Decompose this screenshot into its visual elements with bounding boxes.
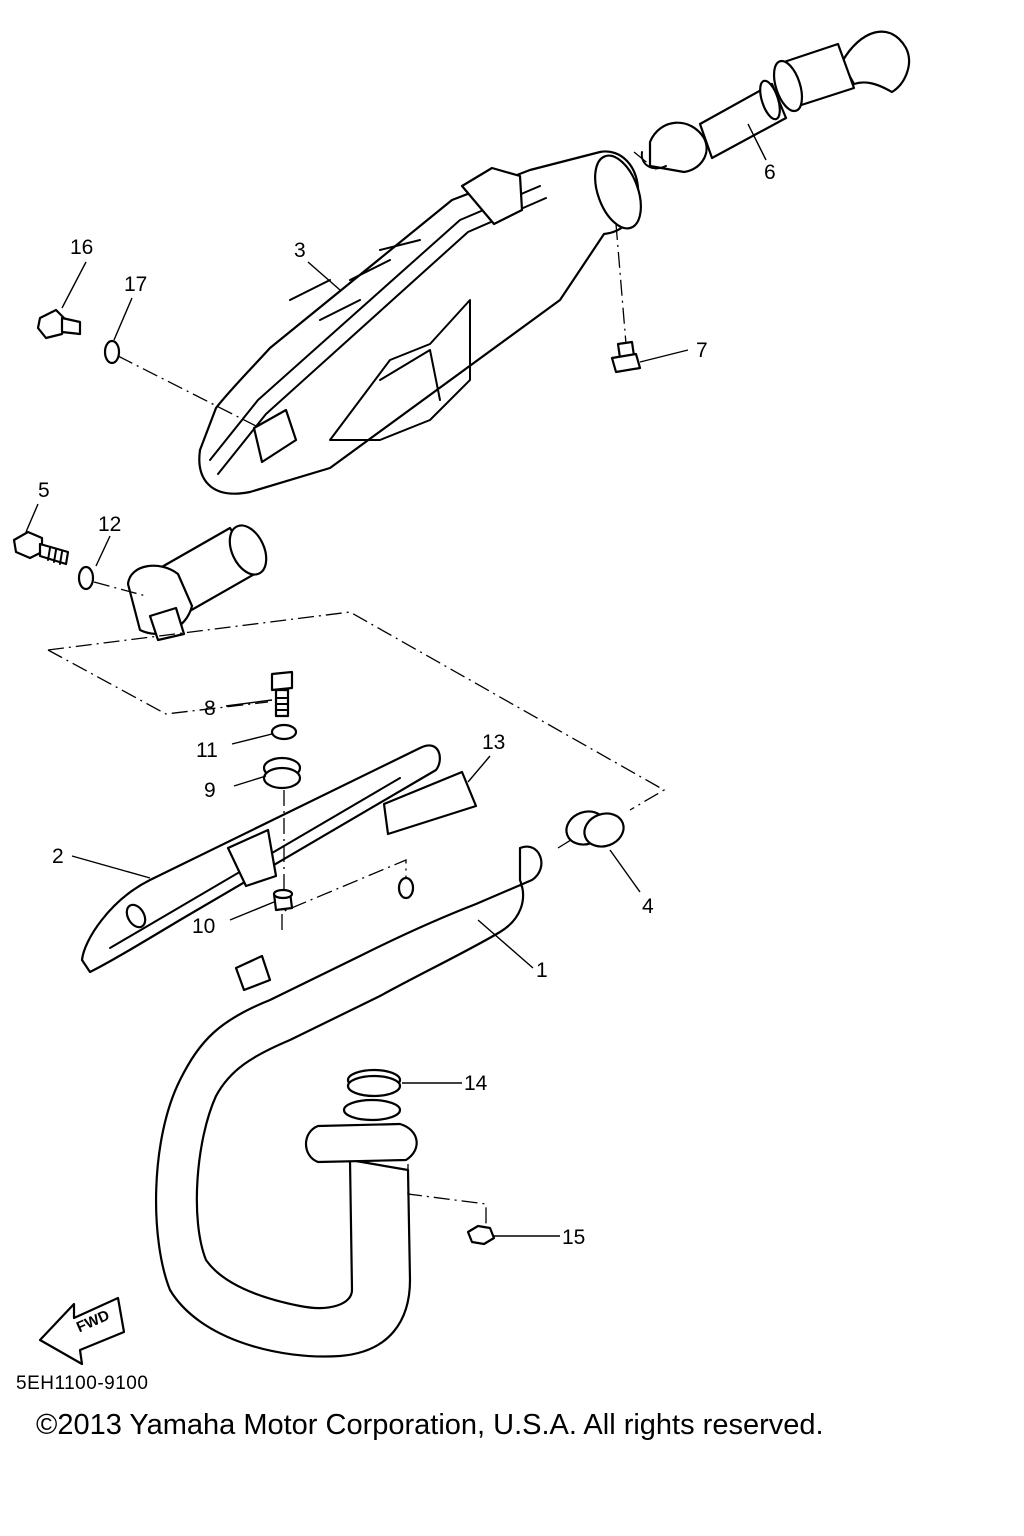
callout-11: 11 bbox=[196, 739, 218, 762]
callout-7: 7 bbox=[696, 339, 708, 362]
assembly-lines bbox=[47, 151, 666, 1226]
nut-15 bbox=[466, 1224, 496, 1246]
callout-10: 10 bbox=[192, 915, 216, 938]
part-number: 5EH1100-9100 bbox=[16, 1373, 149, 1394]
copyright-notice: ©2013 Yamaha Motor Corporation, U.S.A. A… bbox=[36, 1409, 824, 1441]
callout-2: 2 bbox=[52, 845, 64, 868]
callout-4: 4 bbox=[642, 895, 654, 918]
bolt-8 bbox=[270, 670, 294, 718]
callout-17: 17 bbox=[124, 273, 148, 296]
callout-3: 3 bbox=[294, 239, 306, 262]
callout-9: 9 bbox=[204, 779, 216, 802]
heat-tape bbox=[382, 770, 478, 836]
gasket-14 bbox=[346, 1068, 402, 1098]
bolt-7 bbox=[610, 340, 642, 374]
collar-10 bbox=[272, 888, 294, 912]
protector bbox=[80, 744, 441, 974]
exhaust-pipe bbox=[154, 845, 543, 1358]
callout-5: 5 bbox=[38, 479, 50, 502]
callout-14: 14 bbox=[464, 1072, 488, 1095]
gasket-4 bbox=[565, 810, 625, 848]
bolt-16 bbox=[36, 308, 82, 340]
leader-lines bbox=[25, 123, 767, 1237]
muffler bbox=[126, 150, 642, 642]
callout-15: 15 bbox=[562, 1226, 586, 1249]
fwd-arrow-icon bbox=[38, 1296, 126, 1366]
washer-11 bbox=[270, 723, 298, 741]
tail-pipe bbox=[640, 30, 911, 174]
callout-1: 1 bbox=[536, 959, 548, 982]
washer-12 bbox=[77, 565, 95, 591]
callout-8: 8 bbox=[204, 697, 216, 720]
bolt-5 bbox=[12, 530, 70, 566]
callout-6: 6 bbox=[764, 161, 776, 184]
grommet-9 bbox=[262, 756, 302, 790]
callout-13: 13 bbox=[482, 731, 506, 754]
washer-17 bbox=[103, 339, 121, 365]
callout-16: 16 bbox=[70, 236, 94, 259]
callout-12: 12 bbox=[98, 513, 122, 536]
